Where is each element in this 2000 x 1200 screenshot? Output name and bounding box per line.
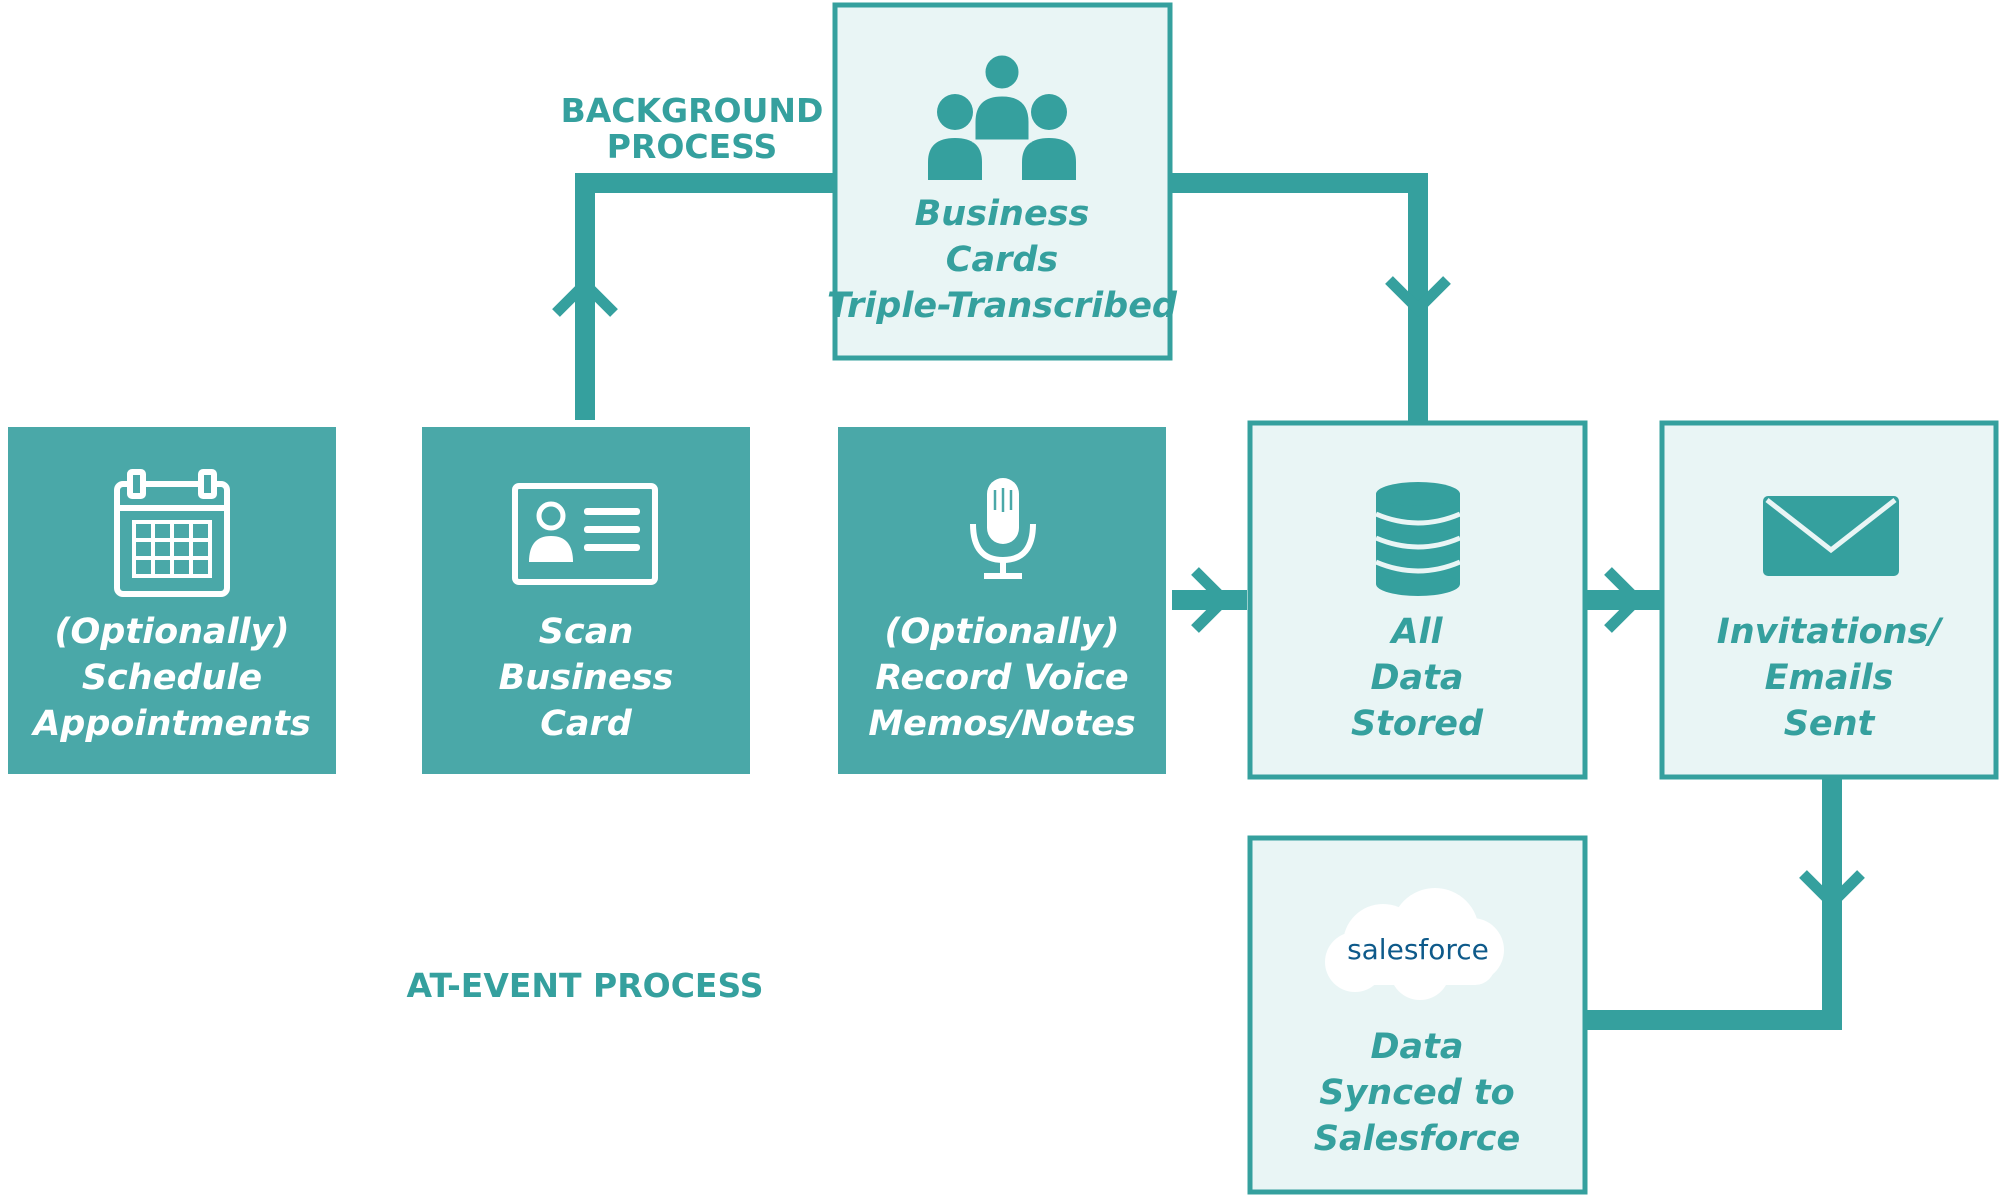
calendar-icon: [114, 469, 230, 597]
schedule-box-line3: Appointments: [30, 704, 311, 744]
salesforce-box-line2: Synced to: [1319, 1073, 1514, 1113]
transcribed-box-line2: Cards: [946, 240, 1058, 280]
database-icon: [1375, 482, 1461, 596]
record-voice-memos-box: (Optionally) Record Voice Memos/Notes: [838, 427, 1166, 774]
salesforce-box-line3: Salesforce: [1314, 1119, 1520, 1159]
connector-emails-to-salesforce: [1585, 778, 1842, 1030]
triple-transcribed-box: Business Cards Triple-Transcribed: [827, 2, 1178, 361]
voice-box-line1: (Optionally): [885, 612, 1120, 652]
scan-box-line1: Scan: [539, 612, 634, 652]
arrowhead-down-salesforce: [1799, 870, 1865, 911]
envelope-icon: [1763, 496, 1899, 576]
salesforce-logo-text: salesforce: [1347, 933, 1489, 966]
transcribed-box-line1: Business: [915, 194, 1090, 234]
scan-box-line3: Card: [540, 704, 633, 744]
all-data-stored-box: All Data Stored: [1247, 420, 1588, 780]
schedule-box-line2: Schedule: [82, 658, 262, 698]
arrowhead-right-stored: [1191, 567, 1232, 633]
scan-box-line2: Business: [499, 658, 674, 698]
microphone-icon: [970, 478, 1036, 579]
stored-box-line1: All: [1388, 612, 1443, 652]
connector-scan-to-transcribed: [575, 173, 835, 420]
voice-box-line2: Record Voice: [875, 658, 1128, 698]
schedule-box-line1: (Optionally): [55, 612, 290, 652]
stored-box-line3: Stored: [1351, 704, 1484, 744]
schedule-appointments-box: (Optionally) Schedule Appointments: [8, 427, 336, 774]
id-card-icon: [512, 483, 658, 585]
salesforce-sync-box: salesforce Data Synced to Salesforce: [1247, 835, 1588, 1195]
scan-business-card-box: Scan Business Card: [422, 427, 750, 774]
emails-box-line2: Emails: [1765, 658, 1894, 698]
arrowhead-up: [552, 276, 618, 317]
transcribed-box-line3: Triple-Transcribed: [827, 286, 1178, 326]
connector-transcribed-to-stored: [1170, 173, 1428, 422]
background-process-label-line2: PROCESS: [607, 127, 777, 166]
emails-box-line1: Invitations/: [1717, 612, 1945, 652]
emails-sent-box: Invitations/ Emails Sent: [1659, 420, 1999, 780]
arrowhead-right-emails: [1604, 567, 1645, 633]
salesforce-box-line1: Data: [1370, 1027, 1463, 1067]
at-event-process-label: AT-EVENT PROCESS: [406, 966, 763, 1005]
emails-box-line3: Sent: [1784, 704, 1876, 744]
salesforce-cloud-icon: salesforce: [1325, 888, 1504, 1000]
background-process-label-line1: BACKGROUND: [561, 91, 824, 130]
stored-box-line2: Data: [1370, 658, 1463, 698]
voice-box-line3: Memos/Notes: [868, 704, 1135, 744]
people-group-icon: [928, 52, 1076, 180]
arrowhead-down-stored: [1385, 276, 1451, 317]
